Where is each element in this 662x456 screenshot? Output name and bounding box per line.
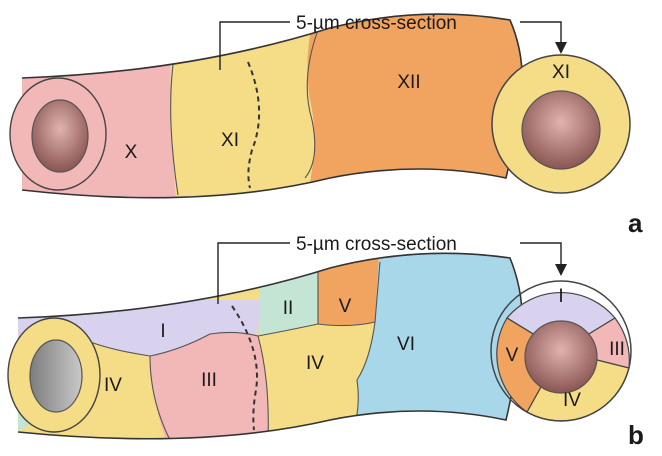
panel-b: I II III IV IV V VI 5-µm cross-section I…: [7, 234, 644, 450]
panel-a: X XI XII 5-µm cross-section XI a: [9, 13, 643, 238]
cross-section-disk-b: I III IV V: [490, 280, 632, 422]
cross-section-label: V: [506, 345, 519, 366]
segment-label: X: [125, 142, 138, 163]
segment-label: III: [201, 370, 217, 391]
cross-section-disk-a: XI: [491, 54, 631, 194]
cross-section-cut-line: [247, 61, 261, 189]
segment-label: IV: [306, 353, 324, 374]
segment-label: XI: [221, 130, 239, 151]
segment-label: IV: [104, 375, 122, 396]
arrowhead-icon: [555, 264, 567, 276]
cross-section-label: IV: [563, 390, 581, 411]
cross-section-callout: 5-µm cross-section: [296, 13, 457, 34]
segment-label: II: [283, 298, 294, 319]
segment-xii-region: [300, 14, 523, 198]
callout-leader-line: [219, 21, 562, 70]
segment-label: V: [339, 296, 352, 317]
cross-section-label: III: [609, 339, 625, 360]
panel-letter: b: [628, 420, 644, 450]
segment-label: I: [160, 321, 165, 342]
tube-lumen-opening: [29, 339, 83, 413]
arrowhead-icon: [555, 42, 567, 54]
segment-iii-region: [150, 332, 269, 439]
segment-label: VI: [397, 334, 415, 355]
cross-section-label: XI: [552, 62, 570, 83]
tube-lumen-opening: [31, 99, 89, 173]
cross-section-callout: 5-µm cross-section: [296, 234, 457, 255]
callout-leader-line: [217, 242, 562, 304]
cross-section-label: I: [558, 286, 563, 307]
panel-letter: a: [628, 208, 643, 238]
segment-label: XII: [397, 72, 420, 93]
